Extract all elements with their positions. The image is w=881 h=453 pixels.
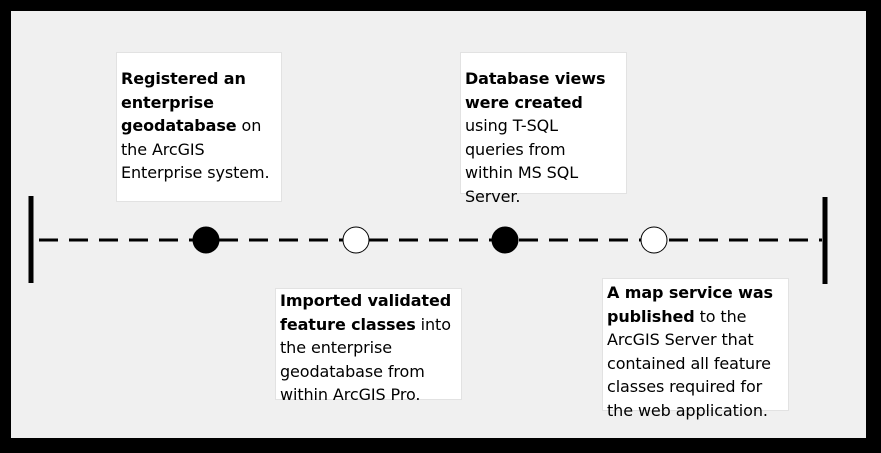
event-box-3: Database views were created using T-SQL … — [460, 52, 627, 206]
event-3-bold: Database views were created — [465, 69, 606, 112]
event-4-bold: A map service was published — [607, 283, 773, 326]
milestone-marker-4 — [640, 226, 668, 254]
event-2-text: into the enterprise geodatabase from wit… — [280, 314, 451, 405]
milestone-marker-1 — [192, 226, 220, 254]
event-2-bold: Imported validated feature classes — [280, 291, 452, 334]
event-1-bold: Registered an enterprise geodatabase — [121, 69, 246, 135]
event-1-text: on the ArcGIS Enterprise system. — [121, 116, 270, 182]
event-box-1: Registered an enterprise geodatabase on … — [116, 52, 282, 202]
event-box-4: A map service was published to the ArcGI… — [602, 278, 789, 420]
event-3-text: using T-SQL queries from within MS SQL S… — [465, 116, 579, 206]
milestone-marker-3 — [491, 226, 519, 254]
event-4-text: to the ArcGIS Server that contained all … — [607, 306, 771, 420]
event-box-2: Imported validated feature classes into … — [275, 288, 462, 404]
milestone-marker-2 — [342, 226, 370, 254]
